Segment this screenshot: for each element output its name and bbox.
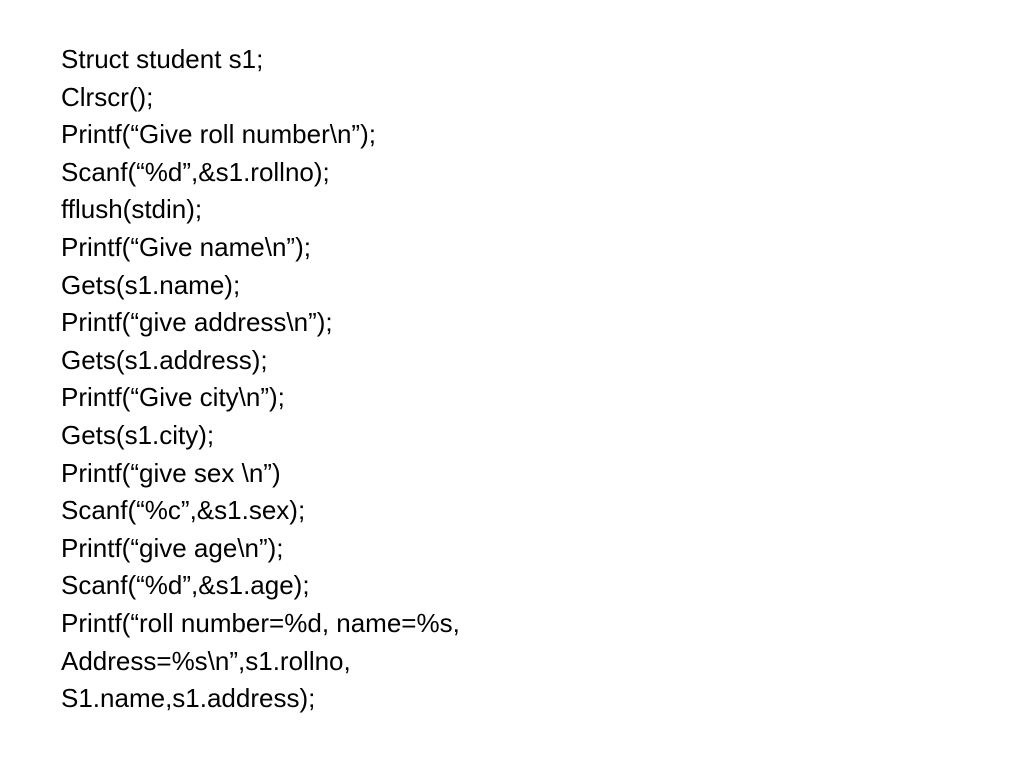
code-line: Printf(“Give roll number\n”); xyxy=(61,119,376,150)
code-line: Gets(s1.address); xyxy=(61,344,268,375)
code-line: Gets(s1.city); xyxy=(61,419,215,450)
code-line: Scanf(“%d”,&s1.age); xyxy=(61,570,310,601)
code-line: Printf(“Give name\n”); xyxy=(61,231,311,262)
code-listing: Struct student s1; Clrscr(); Printf(“Giv… xyxy=(61,41,460,718)
code-line: Address=%s\n”,s1.rollno, xyxy=(61,645,351,676)
code-line: Gets(s1.name); xyxy=(61,269,241,300)
code-line: Printf(“roll number=%d, name=%s, xyxy=(61,607,460,638)
code-line: fflush(stdin); xyxy=(61,194,203,225)
code-line: Printf(“give sex \n”) xyxy=(61,457,281,488)
code-line: Scanf(“%d”,&s1.rollno); xyxy=(61,156,330,187)
code-line: Clrscr(); xyxy=(61,81,154,112)
code-line: S1.name,s1.address); xyxy=(61,683,316,714)
code-line: Scanf(“%c”,&s1.sex); xyxy=(61,495,306,526)
code-line: Printf(“give address\n”); xyxy=(61,307,333,338)
code-line: Struct student s1; xyxy=(61,44,264,74)
code-line: Printf(“give age\n”); xyxy=(61,532,284,563)
code-line: Printf(“Give city\n”); xyxy=(61,382,285,413)
